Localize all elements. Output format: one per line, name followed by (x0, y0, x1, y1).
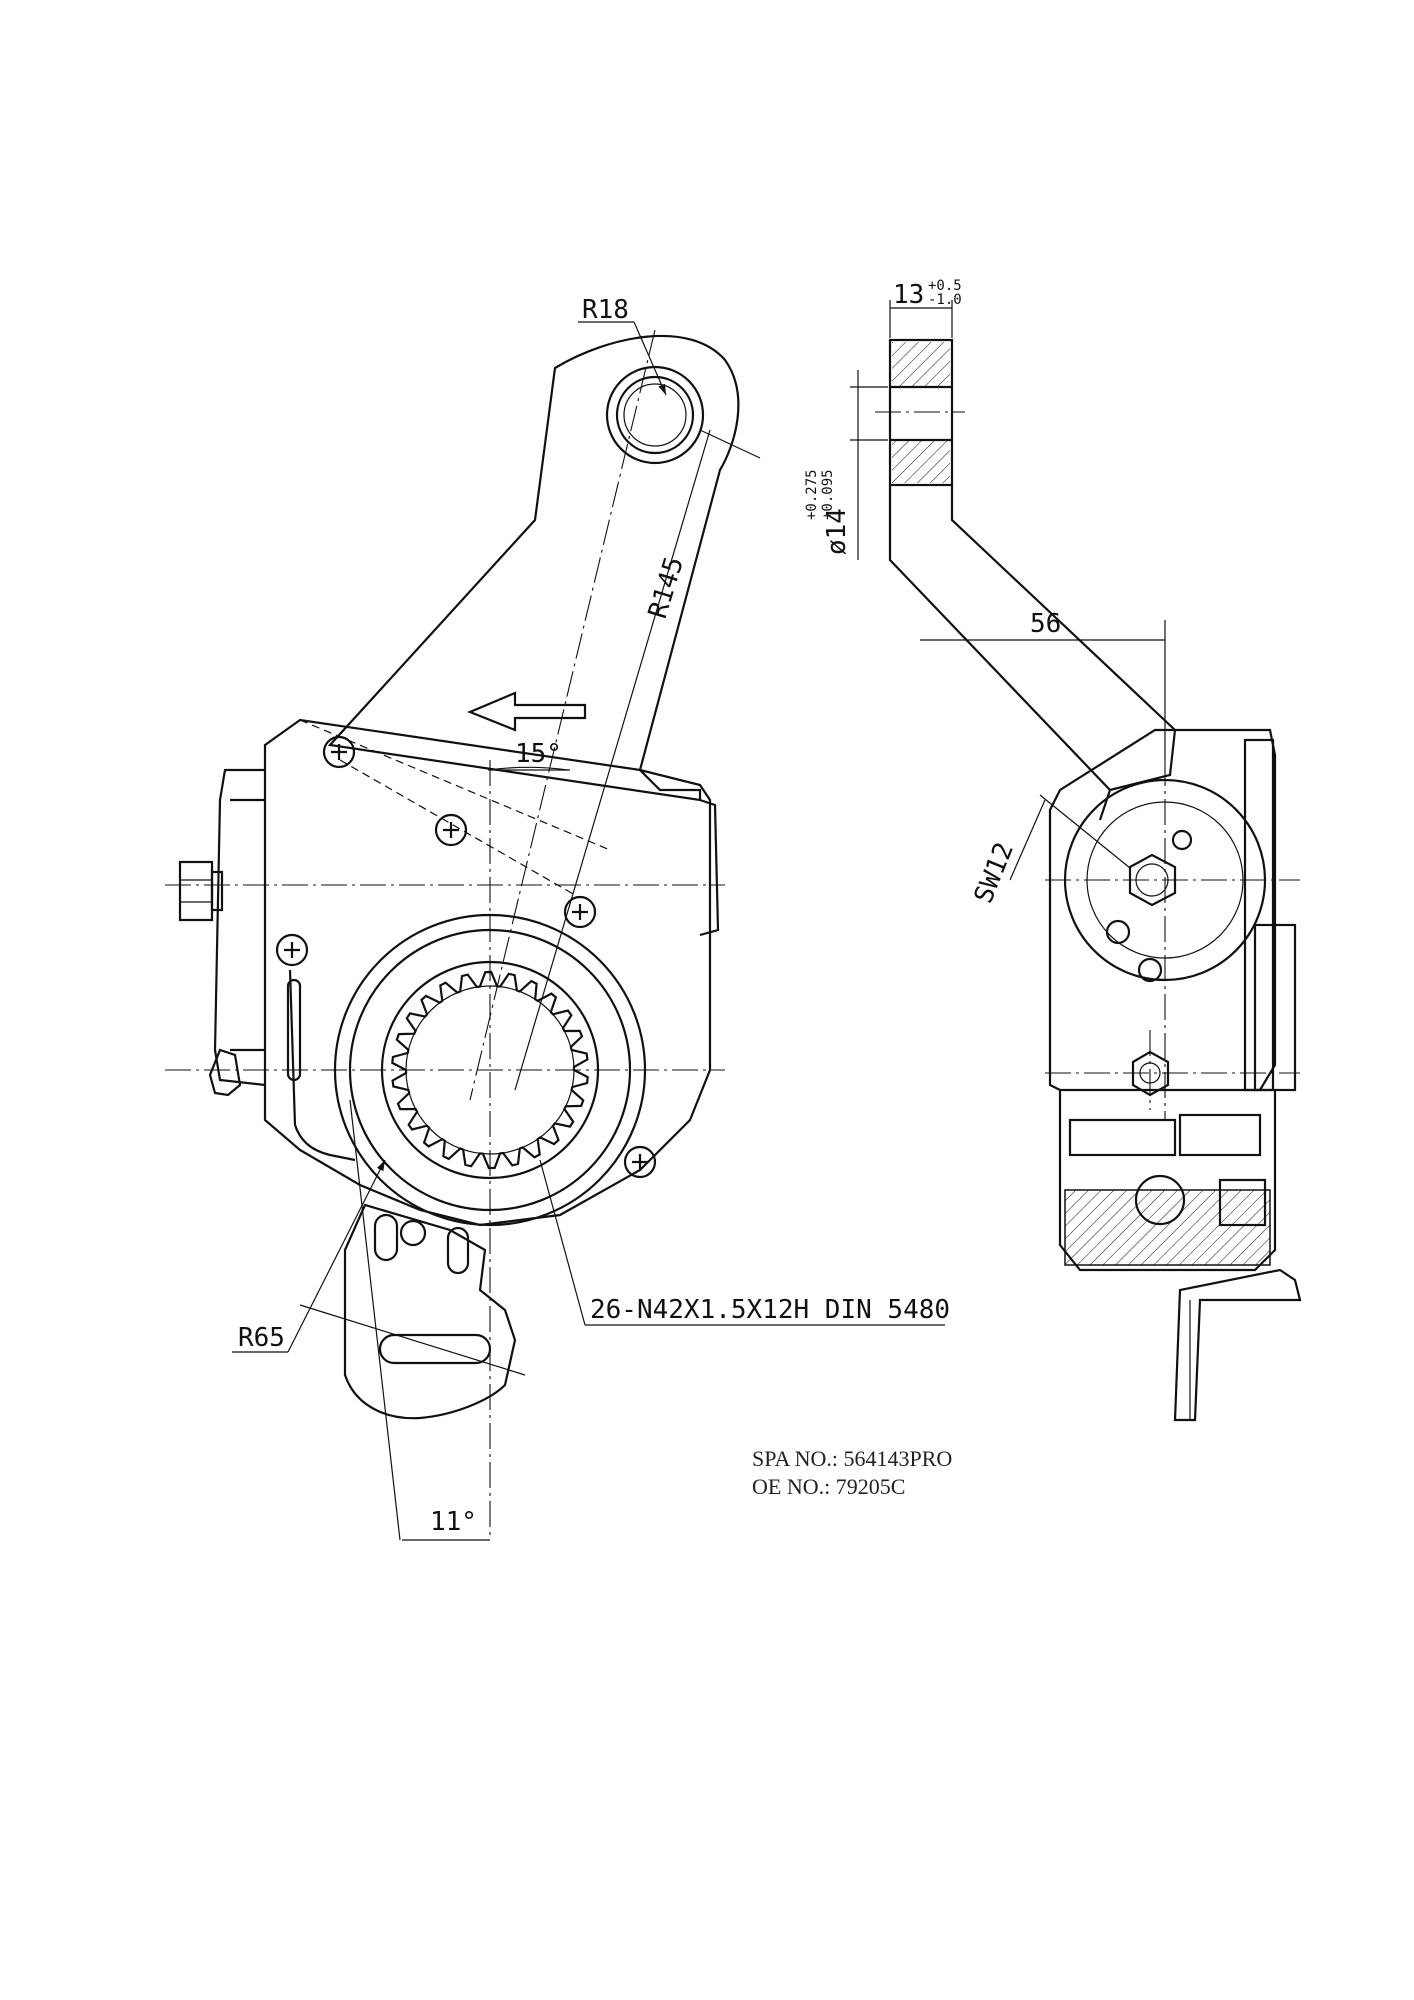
spa-number: SPA NO.: 564143PRO (752, 1446, 953, 1471)
dim-14-label: ø14 (822, 508, 852, 555)
dim-13-label: 13 (893, 280, 924, 310)
dim-56-label: 56 (1030, 609, 1061, 639)
tol-14-lower: +0.095 (820, 469, 836, 520)
screw-heads (275, 735, 657, 1179)
front-view: R18 R145 15° 11° R65 26-N42X1.5X12H DIN … (165, 295, 950, 1541)
side-view: 13 +0.5 -1.0 ø14 +0.275 +0.095 56 SW12 (804, 278, 1302, 1422)
tol-13-upper: +0.5 (928, 278, 962, 294)
angle-15-label: 15° (515, 739, 562, 769)
sw12-label: SW12 (969, 838, 1020, 907)
tol-13-lower: -1.0 (928, 292, 962, 308)
tol-14-upper: +0.275 (804, 469, 820, 520)
r18-label: R18 (582, 295, 629, 325)
spline-label: 26-N42X1.5X12H DIN 5480 (590, 1295, 950, 1325)
angle-11-label: 11° (430, 1507, 477, 1537)
r65-label: R65 (238, 1323, 285, 1353)
oe-number: OE NO.: 79205C (752, 1474, 906, 1499)
